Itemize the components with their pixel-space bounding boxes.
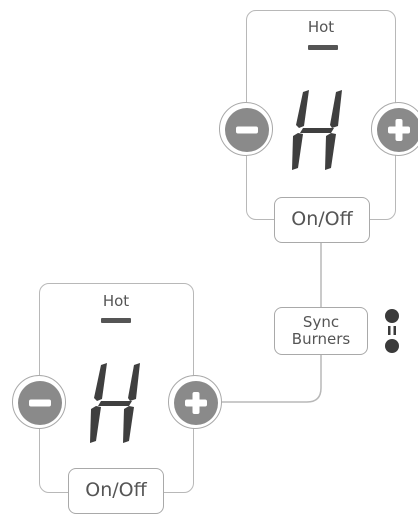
sync-label-line2: Burners — [291, 330, 351, 348]
sync-burners-button[interactable]: Sync Burners — [274, 307, 368, 355]
upper-burner-heat-bar — [308, 45, 338, 50]
minus-icon — [18, 381, 62, 425]
minus-icon — [225, 108, 269, 152]
lower-burner-minus-button[interactable] — [12, 375, 66, 429]
lower-burner-onoff-button[interactable]: On/Off — [68, 468, 164, 514]
upper-burner-minus-button[interactable] — [219, 102, 273, 156]
lower-burner-status-label: Hot — [102, 292, 130, 310]
sync-indicator-icon — [385, 309, 399, 353]
upper-burner-digit — [292, 90, 342, 170]
lower-burner-heat-bar — [101, 318, 131, 323]
plus-icon — [377, 108, 418, 152]
upper-burner-plus-button[interactable] — [371, 102, 418, 156]
lower-burner-plus-button[interactable] — [168, 375, 222, 429]
plus-icon — [174, 381, 218, 425]
upper-burner-status-label: Hot — [307, 18, 335, 36]
sync-label-line1: Sync — [302, 313, 340, 331]
upper-burner-onoff-button[interactable]: On/Off — [274, 197, 370, 243]
lower-burner-digit — [90, 363, 140, 443]
